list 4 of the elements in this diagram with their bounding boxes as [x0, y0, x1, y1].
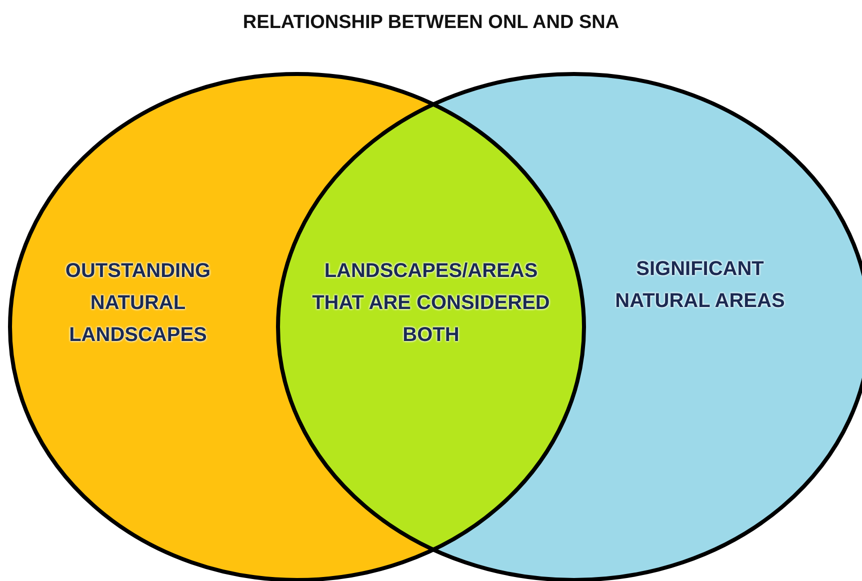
region-label: SIGNIFICANT NATURAL AREAS	[600, 253, 800, 317]
region-label: LANDSCAPES/AREAS THAT ARE CONSIDERED BOTH	[296, 255, 566, 351]
region-label: OUTSTANDING NATURAL LANDSCAPES	[38, 255, 238, 351]
diagram-title: RELATIONSHIP BETWEEN ONL AND SNA	[242, 12, 620, 34]
